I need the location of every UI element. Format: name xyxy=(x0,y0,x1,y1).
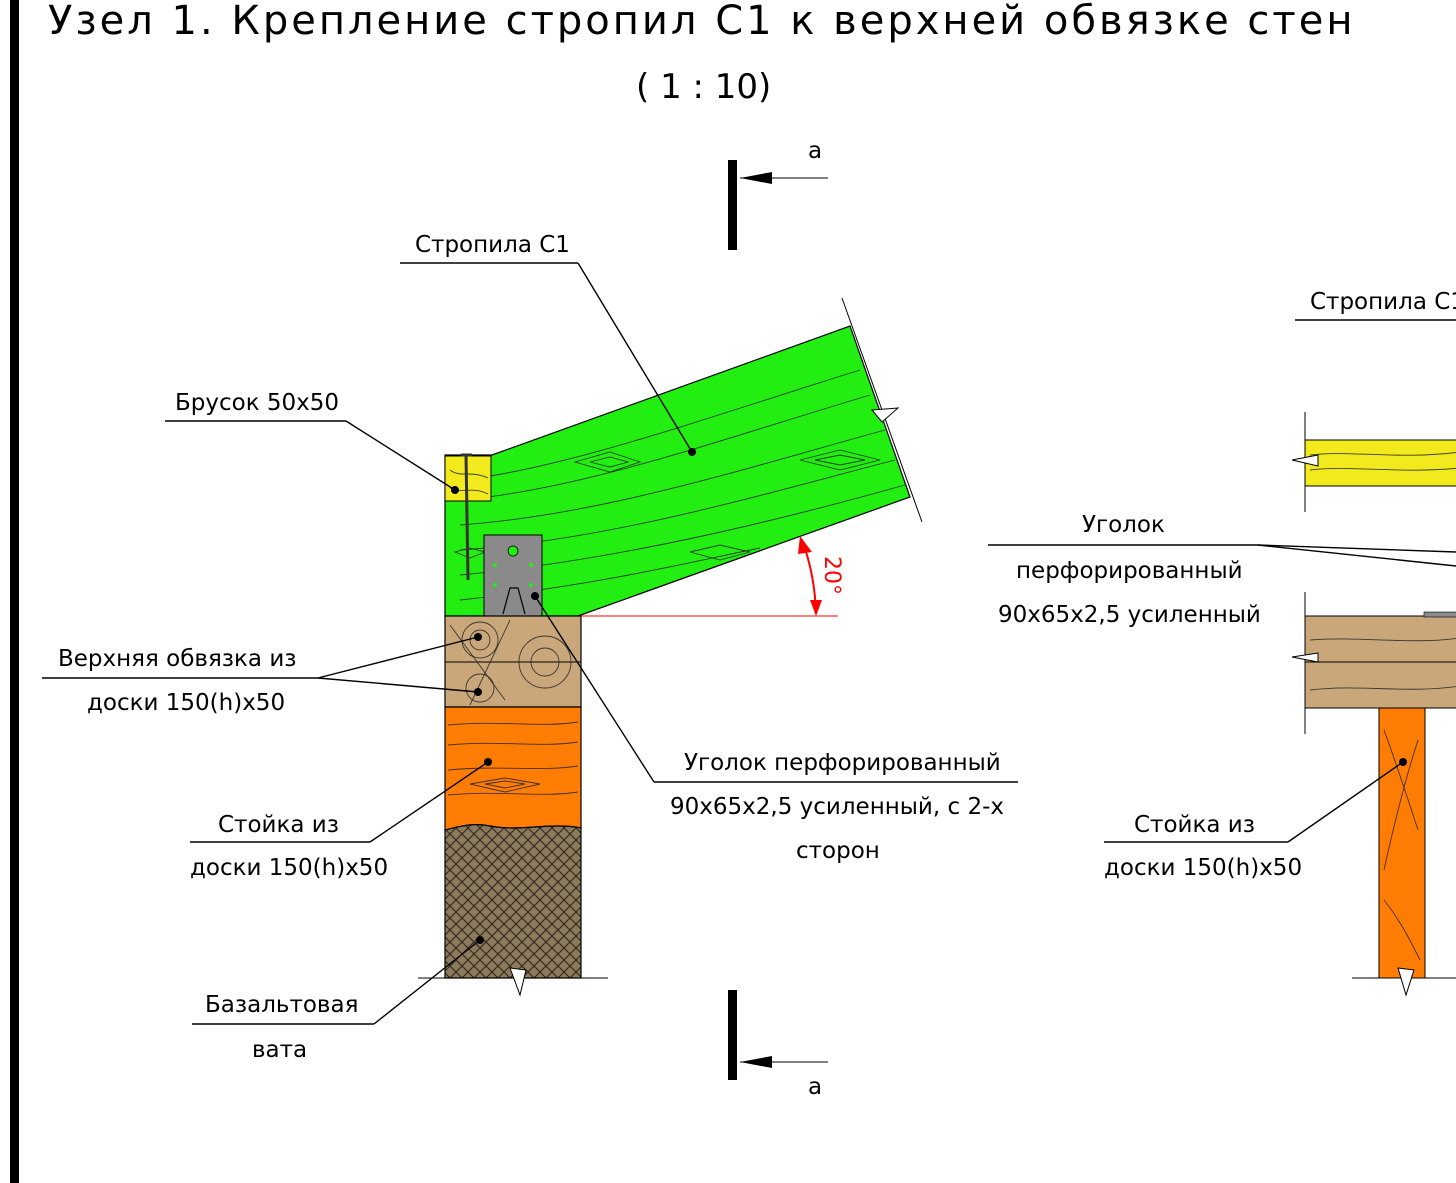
svg-text:Верхняя обвязка из: Верхняя обвязка из xyxy=(58,646,297,672)
svg-text:а: а xyxy=(808,1074,822,1100)
right-label-stud-1: Стойка из xyxy=(1134,812,1255,838)
svg-text:Стропила С1: Стропила С1 xyxy=(415,232,570,258)
svg-text:а: а xyxy=(808,138,822,164)
drawing-title: Узел 1. Крепление стропил С1 к верхней о… xyxy=(48,0,1355,44)
svg-text:Базальтовая: Базальтовая xyxy=(205,992,358,1018)
label-insulation: Базальтовая вата xyxy=(192,936,484,1063)
right-label-bracket-2: перфорированный xyxy=(1016,558,1243,584)
perforated-bracket xyxy=(483,534,543,617)
label-bracket: Уголок перфорированный 90х65х2,5 усиленн… xyxy=(531,592,1018,864)
angle-label: 20° xyxy=(819,556,844,595)
label-rafter: Стропила С1 xyxy=(400,232,696,456)
svg-text:доски 150(h)х50: доски 150(h)х50 xyxy=(190,855,388,881)
right-section-view: Стропила С1 Уголок перфорированный 90х65… xyxy=(988,289,1456,997)
basalt-insulation xyxy=(418,824,608,997)
svg-text:Стойка из: Стойка из xyxy=(218,812,339,838)
svg-text:сторон: сторон xyxy=(796,838,880,864)
label-bar: Брусок 50х50 xyxy=(165,390,459,494)
angle-dimension: 20° xyxy=(581,536,844,617)
label-top-plate: Верхняя обвязка из доски 150(h)х50 xyxy=(42,633,482,716)
svg-text:Уголок перфорированный: Уголок перфорированный xyxy=(684,750,1001,776)
svg-text:доски 150(h)х50: доски 150(h)х50 xyxy=(87,690,285,716)
drawing-scale: ( 1 : 10) xyxy=(636,67,771,107)
right-label-stud-2: доски 150(h)х50 xyxy=(1104,855,1302,881)
svg-text:Брусок 50х50: Брусок 50х50 xyxy=(175,390,339,416)
section-mark-top: а xyxy=(728,138,828,250)
right-label-bracket-1: Уголок xyxy=(1082,512,1165,538)
right-label-rafter: Стропила С1 xyxy=(1310,289,1456,315)
svg-text:90х65х2,5 усиленный, с 2-х: 90х65х2,5 усиленный, с 2-х xyxy=(670,794,1004,820)
nail xyxy=(461,453,472,581)
section-mark-bottom: а xyxy=(728,990,828,1100)
top-plate xyxy=(444,615,582,708)
rafter xyxy=(444,297,923,617)
frame-border xyxy=(10,0,19,1183)
label-stud: Стойка из доски 150(h)х50 xyxy=(190,758,492,881)
stud xyxy=(444,706,582,831)
right-label-bracket-3: 90х65х2,5 усиленный xyxy=(998,602,1261,628)
svg-text:вата: вата xyxy=(252,1037,307,1063)
